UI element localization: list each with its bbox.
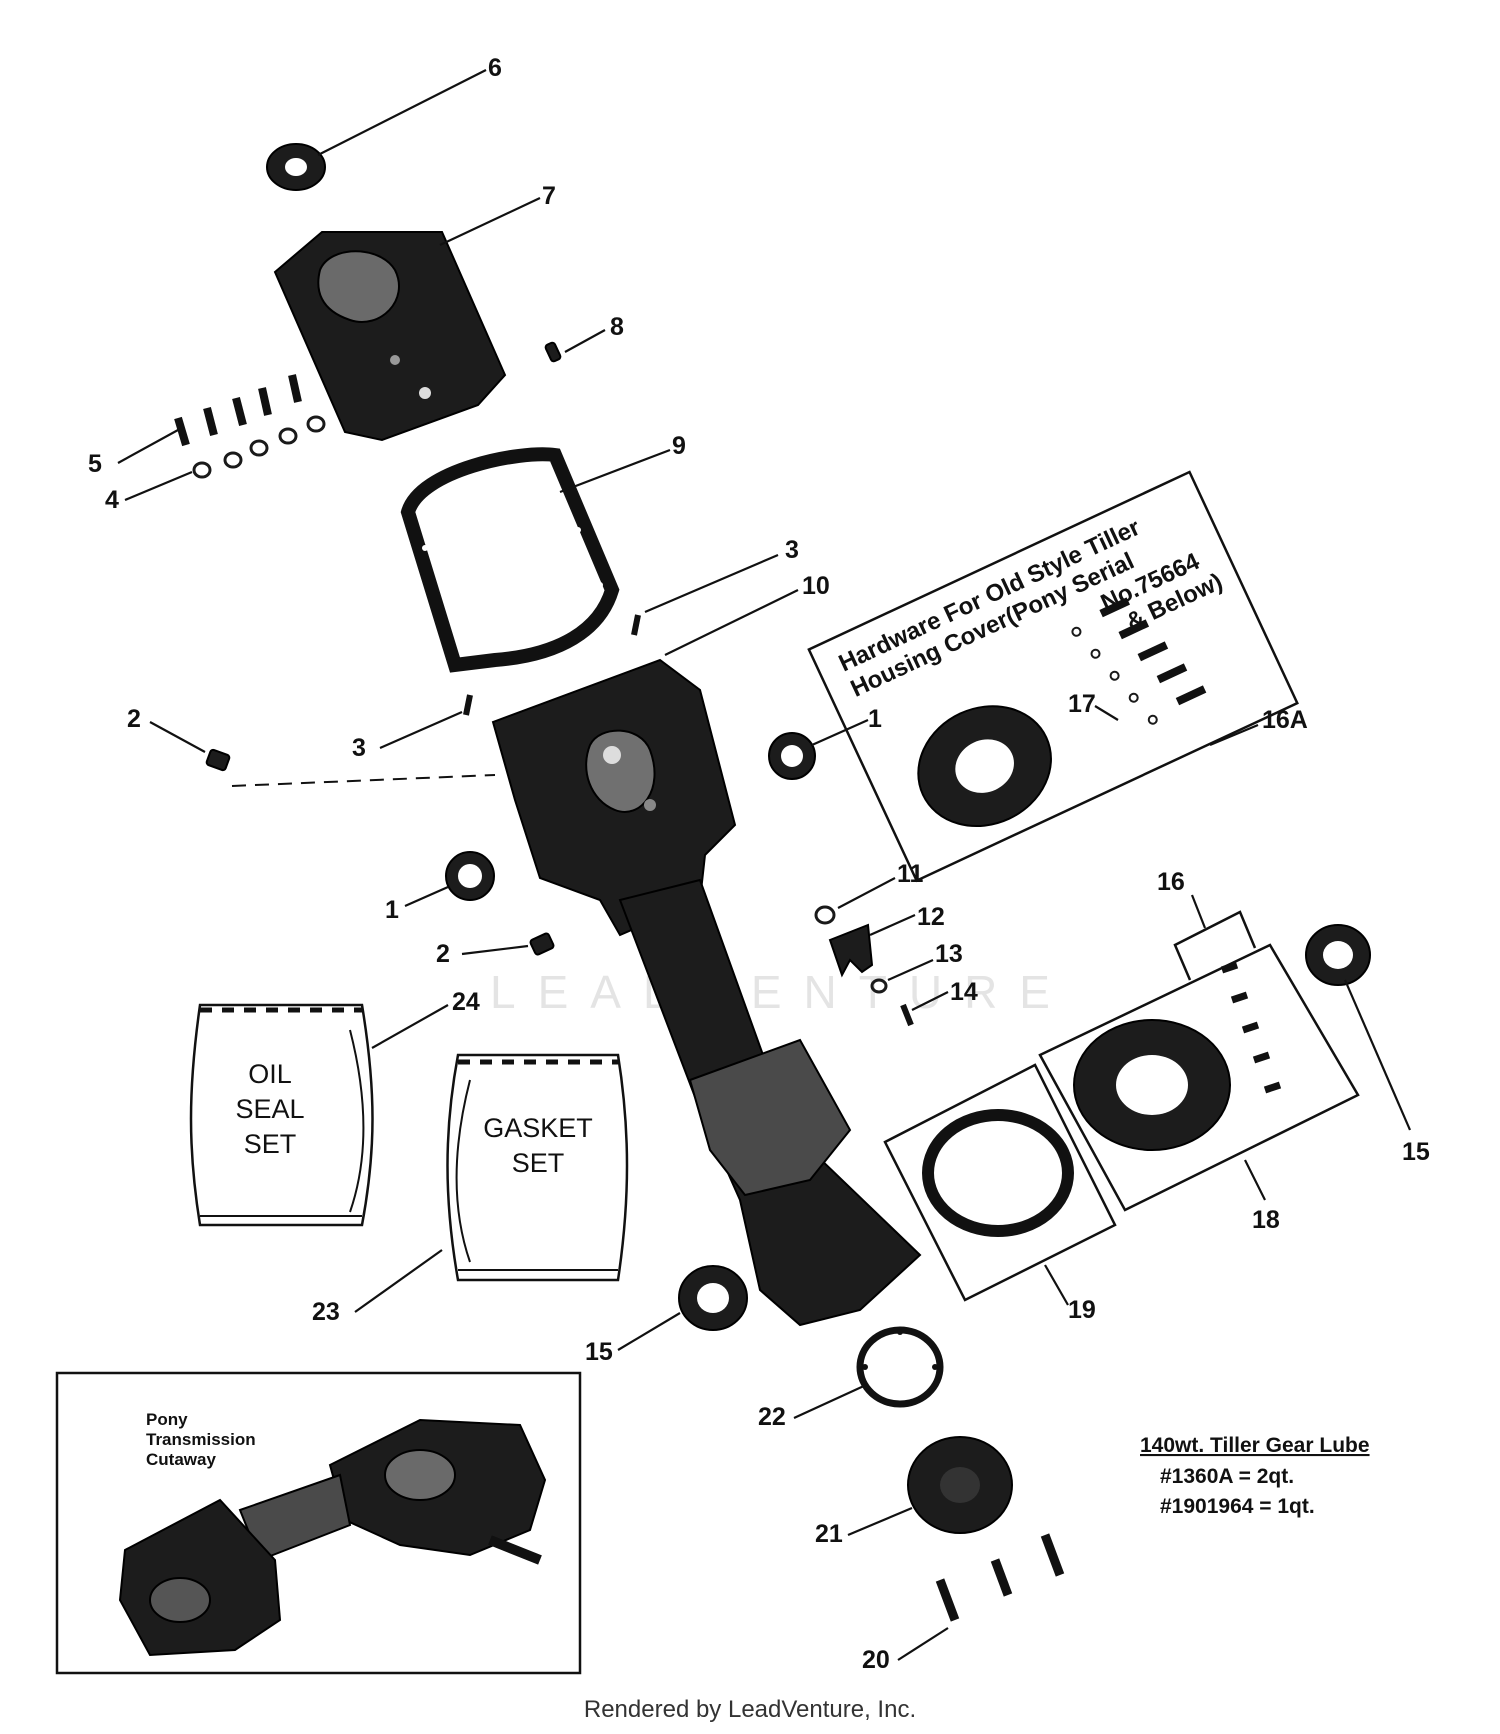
part-16-bolts xyxy=(1220,961,1282,1094)
callout-22: 22 xyxy=(758,1403,786,1431)
hardware-old-style-box: Hardware For Old Style Tiller Housing Co… xyxy=(807,470,1299,883)
lube-note-line-1: #1360A = 2qt. xyxy=(1160,1465,1294,1488)
callout-2-upper: 2 xyxy=(127,705,141,733)
hardware-bolts-16a xyxy=(1099,597,1207,706)
part-20-bolts xyxy=(935,1533,1065,1622)
lube-note-title: 140wt. Tiller Gear Lube xyxy=(1140,1434,1370,1457)
callout-1-left: 1 xyxy=(385,896,399,924)
lube-note: 140wt. Tiller Gear Lube #1360A = 2qt. #1… xyxy=(1140,1434,1370,1518)
part-3-dowel-lower xyxy=(463,694,473,716)
callout-21: 21 xyxy=(815,1520,843,1548)
part-4-washers xyxy=(192,415,326,479)
oil-seal-bag-line-2: SEAL xyxy=(235,1094,304,1124)
callout-3-lower: 3 xyxy=(352,734,366,762)
callout-10: 10 xyxy=(802,572,830,600)
callout-2-lower: 2 xyxy=(436,940,450,968)
part-6-seal xyxy=(266,143,326,191)
callout-12: 12 xyxy=(917,903,945,931)
part-5-bolts xyxy=(174,374,302,447)
hardware-washers-17 xyxy=(1071,626,1158,725)
callout-18: 18 xyxy=(1252,1206,1280,1234)
part-15-seal-left xyxy=(678,1265,748,1331)
part-18-seal xyxy=(1073,1019,1231,1151)
callout-16: 16 xyxy=(1157,868,1185,896)
callout-24: 24 xyxy=(452,988,480,1016)
callout-9: 9 xyxy=(672,432,686,460)
callout-13: 13 xyxy=(935,940,963,968)
cutaway-box xyxy=(55,1371,582,1675)
gasket-bag-line-1: GASKET xyxy=(483,1113,593,1143)
cutaway-label-line-3: Cutaway xyxy=(146,1450,216,1469)
part-13-washer xyxy=(870,978,888,994)
part-10-transmission-housing xyxy=(491,658,922,1327)
callout-15-left: 15 xyxy=(585,1338,613,1366)
part-7-housing-cover xyxy=(273,231,507,442)
callout-7: 7 xyxy=(542,182,556,210)
part-9-gasket xyxy=(400,447,620,673)
lube-note-line-2: #1901964 = 1qt. xyxy=(1160,1495,1315,1518)
callout-16a: 16A xyxy=(1262,706,1308,734)
part-11-washer xyxy=(814,905,836,925)
part-18-box xyxy=(1038,943,1360,1212)
callout-20: 20 xyxy=(862,1646,890,1674)
callout-8: 8 xyxy=(610,313,624,341)
callout-6: 6 xyxy=(488,54,502,82)
part-14-screw xyxy=(900,1003,914,1027)
part-21-cover-plate xyxy=(907,1436,1013,1534)
cutaway-label-line-2: Transmission xyxy=(146,1430,256,1449)
part-2-plug-lower xyxy=(529,932,555,956)
part-1-seal-left xyxy=(445,851,495,901)
callout-5: 5 xyxy=(88,450,102,478)
part-23-gasket-set-bag: GASKET SET xyxy=(446,1053,629,1282)
cutaway-label-line-1: Pony xyxy=(146,1410,188,1429)
oil-seal-bag-line-1: OIL xyxy=(248,1059,292,1089)
gasket-bag-line-2: SET xyxy=(512,1148,565,1178)
callout-17: 17 xyxy=(1068,690,1096,718)
callout-15-right: 15 xyxy=(1402,1138,1430,1166)
part-8-pin xyxy=(544,341,562,363)
part-15-seal-right xyxy=(1305,924,1371,986)
part-12-bracket xyxy=(828,923,874,978)
callout-14: 14 xyxy=(950,978,978,1006)
part-1-seal-right xyxy=(768,732,816,780)
oil-seal-bag-line-3: SET xyxy=(244,1129,297,1159)
part-16-bracket xyxy=(1173,910,1257,981)
part-19-box xyxy=(883,1063,1117,1302)
part-19-gasket xyxy=(922,1109,1074,1237)
callout-4: 4 xyxy=(105,486,119,514)
part-2-plug-upper xyxy=(205,748,231,772)
callout-3-upper: 3 xyxy=(785,536,799,564)
watermark-text: LEADVENTURE xyxy=(490,966,1072,1018)
callout-23: 23 xyxy=(312,1298,340,1326)
cutaway-transmission-image xyxy=(118,1418,547,1657)
part-22-gasket xyxy=(856,1326,944,1408)
footer-credit: Rendered by LeadVenture, Inc. xyxy=(583,1696,917,1723)
callout-1-right: 1 xyxy=(868,705,882,733)
hardware-title-line-2: Housing Cover(Pony Serial xyxy=(847,548,1139,703)
part-3-dowel-upper xyxy=(631,614,641,636)
hardware-seal xyxy=(917,705,1052,828)
part-24-oil-seal-set-bag: OIL SEAL SET xyxy=(189,1003,374,1227)
callout-19: 19 xyxy=(1068,1296,1096,1324)
